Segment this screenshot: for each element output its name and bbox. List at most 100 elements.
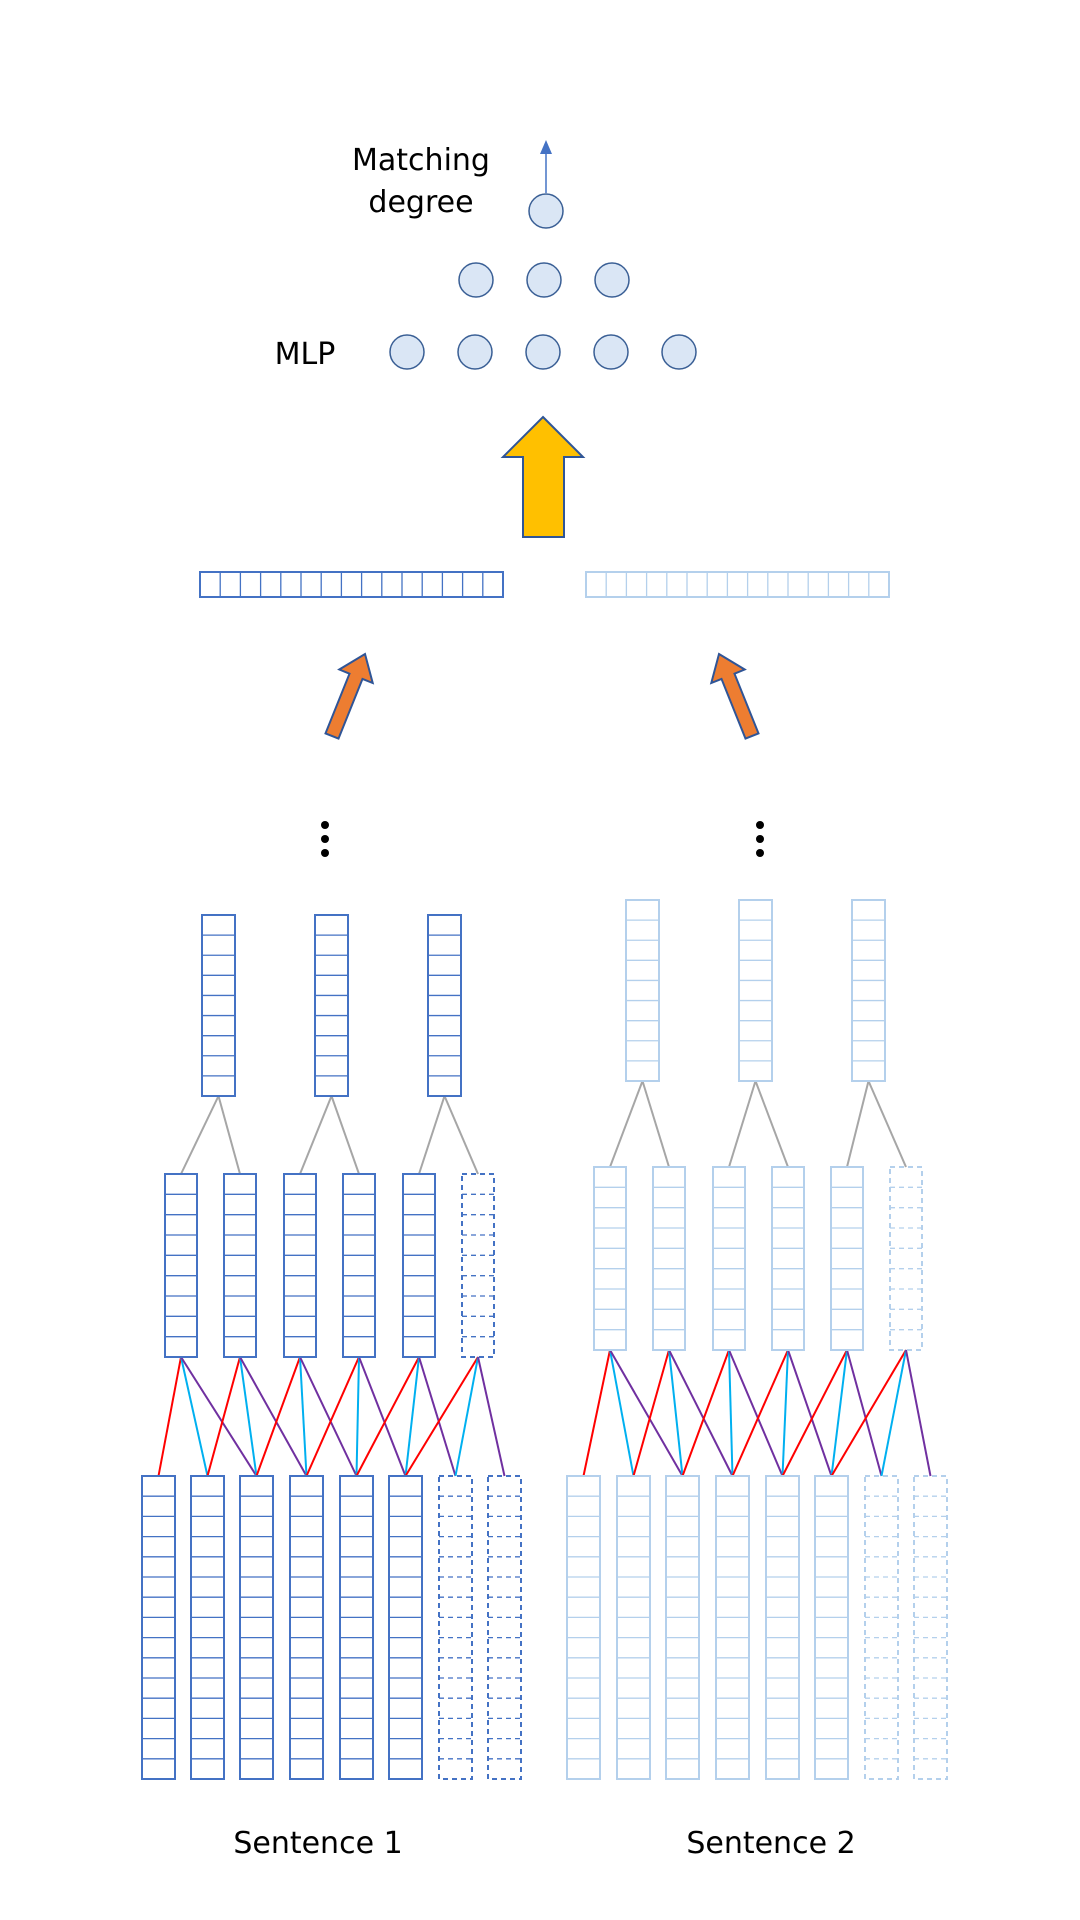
sentence-1-conv-map-outline [402,1173,436,1358]
sentence-2-input-token [765,1475,800,1780]
sentence-2-input-token [566,1475,601,1780]
mlp-node [389,334,425,370]
sentence-1-pool-line [299,1095,333,1175]
sentence-1-conv-line-cyan [299,1356,308,1477]
output-arrow-head-icon [540,140,552,154]
sentence-1-conv-line-purple [299,1356,358,1477]
sentence-2-conv-line-red [731,1349,789,1477]
sentence-2-conv-map-outline [712,1166,746,1351]
sentence-2-pool-line [728,1080,757,1168]
mlp-node [457,334,493,370]
sentence-2-input-token [715,1475,750,1780]
sentence-1-conv-map-outline [283,1173,317,1358]
sentence-1-pool-line [443,1095,479,1175]
sentence-2-conv-line-cyan [880,1349,907,1477]
sentence-2-input-token-outline [566,1475,601,1780]
sentence-1-conv-map [461,1173,495,1358]
sentence-2-conv-map [593,1166,627,1351]
sentence-1-input-token [339,1475,374,1780]
sentence-2-conv-map-outline [593,1166,627,1351]
sentence-2-pool-line [867,1080,907,1168]
sentence-1-input-token-outline [339,1475,374,1780]
ellipsis-sentence-1-dot-icon [321,835,329,843]
output-label-degree: degree [368,185,473,220]
mlp-node [526,262,562,298]
sentence-1-conv-map-outline [342,1173,376,1358]
diagram-shapes [141,140,948,1780]
sentence-1-input-token [487,1475,522,1780]
sentence-1-conv-map [283,1173,317,1358]
sentence-1-input-token-outline [141,1475,176,1780]
sentence-1-input-token [239,1475,274,1780]
output-label-matching: Matching [352,143,490,178]
sentence-2-input-token-outline [665,1475,700,1780]
sentence-2-pool-line [609,1080,644,1168]
mlp-node [593,334,629,370]
sentence-1-conv-line-cyan [180,1356,209,1477]
sentence-1-pool-line [217,1095,241,1175]
sentence-1-pooled-map [201,914,236,1097]
ellipsis-sentence-1-dot-icon [321,821,329,829]
sentence-2-conv-line-purple [609,1349,684,1477]
sentence-2-conv-line-red [632,1349,670,1477]
sentence-2-vector [585,571,890,598]
mlp-label: MLP [275,337,336,372]
sentence-1-input-token [190,1475,225,1780]
sentence-1-conv-line-purple [239,1356,308,1477]
sentence-1-input-token [388,1475,423,1780]
sentence-1-input-token [141,1475,176,1780]
sentence-1-conv-line-purple [477,1356,506,1477]
sentence-2-pooled-map-outline [738,899,773,1082]
sentence-2-vector-outline [585,571,890,598]
sentence-1-vector [199,571,504,598]
sentence-2-conv-line-cyan [728,1349,734,1477]
sentence-2-conv-line-purple [846,1349,883,1477]
sentence-2-conv-line-cyan [609,1349,635,1477]
sentence-1-conv-line-purple [418,1356,457,1477]
sentence-2-conv-line-red [681,1349,730,1477]
sentence-2-pool-line [754,1080,789,1168]
sentence-1-conv-line-red [206,1356,241,1477]
sentence-2-input-token-outline [765,1475,800,1780]
sentence-2-conv-map [712,1166,746,1351]
sentence-1-conv-line-red [355,1356,420,1477]
sentence-1-input-token-outline [388,1475,423,1780]
sentence-1-input-token [289,1475,324,1780]
sentence-1-input-token-outline [487,1475,522,1780]
sentence-2-conv-line-red [830,1349,907,1477]
sentence-2-conv-line-red [582,1349,611,1477]
sentence-1-conv-map-outline [164,1173,198,1358]
sentence-2-input-token [913,1475,948,1780]
sentence-1-conv-line-red [255,1356,301,1477]
sentence-2-pool-line [846,1080,870,1168]
sentence-1-conv-line-red [305,1356,360,1477]
sentence-2-pooled-map [851,899,886,1082]
sentence-2-conv-line-cyan [668,1349,684,1477]
sentence-2-conv-line-cyan [830,1349,848,1477]
sentence-1-pool-line [180,1095,220,1175]
sentence-2-conv-line-red [781,1349,848,1477]
sentence-2-conv-line-purple [787,1349,833,1477]
sentence-1-pooled-map-outline [314,914,349,1097]
sentence-2-pooled-map-outline [851,899,886,1082]
sentence-1-pool-line [330,1095,360,1175]
sentence-2-input-token [864,1475,899,1780]
sentence-1-conv-map [223,1173,257,1358]
ellipsis-sentence-2-dot-icon [756,821,764,829]
sentence-1-conv-map-outline [461,1173,495,1358]
sentence-2-conv-line-purple [668,1349,734,1477]
sentence-1-conv-line-purple [358,1356,407,1477]
sentence-2-input-token [616,1475,651,1780]
sentence-1-conv-line-red [404,1356,479,1477]
sentence-1-input-token-outline [289,1475,324,1780]
sentence-2-conv-map [889,1166,923,1351]
sentence-1-input-token-outline [239,1475,274,1780]
sentence-1-conv-line-cyan [404,1356,420,1477]
ellipsis-sentence-2-dot-icon [756,849,764,857]
sentence-2-pooled-map [738,899,773,1082]
ellipsis-sentence-2-dot-icon [756,835,764,843]
sentence-1-pooled-map-outline [201,914,236,1097]
sentence-2-conv-map-outline [771,1166,805,1351]
sentence-2-input-token-outline [715,1475,750,1780]
